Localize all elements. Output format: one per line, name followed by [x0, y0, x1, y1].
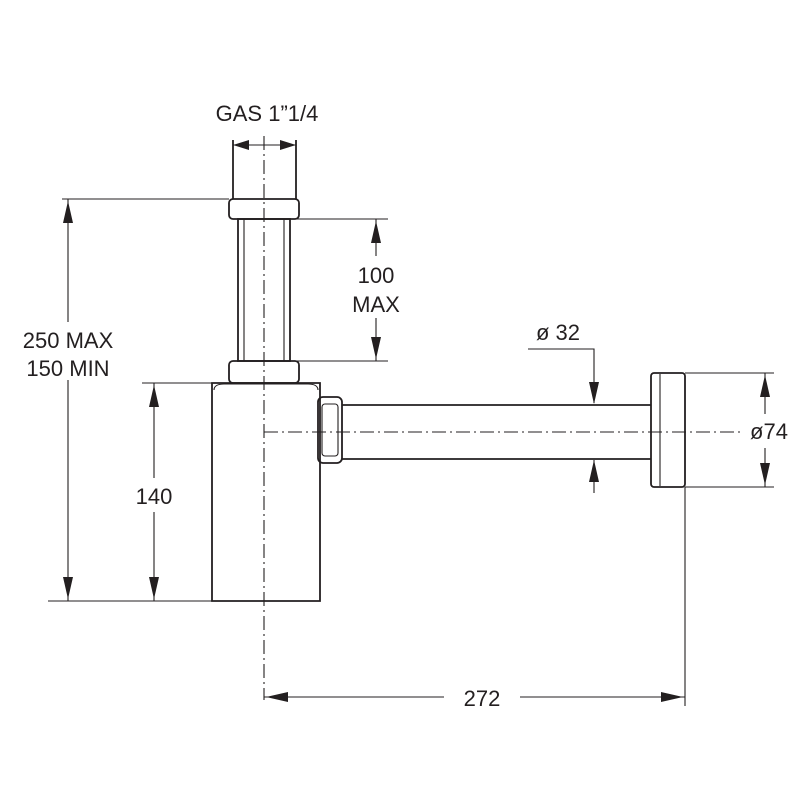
arrow-head	[371, 337, 381, 359]
arrow-head	[371, 221, 381, 243]
body-height-label: 140	[136, 484, 173, 509]
extension-max-label: MAX	[352, 292, 400, 317]
pipe-diameter-label: ø 32	[536, 320, 580, 345]
dimension-thread	[233, 140, 296, 150]
dimension-wall-distance	[264, 684, 685, 712]
arrow-head	[589, 460, 599, 482]
center-lines	[263, 136, 740, 700]
arrow-head	[63, 577, 73, 599]
dimension-body-height	[122, 383, 186, 601]
arrow-head	[760, 375, 770, 397]
dimension-pipe-diameter	[528, 348, 599, 493]
arrow-head	[760, 463, 770, 485]
extension-length-label: 100	[358, 263, 395, 288]
extension-lines	[48, 198, 774, 706]
dimension-flange-diameter	[742, 373, 796, 487]
thread-size-label: GAS 1”1/4	[216, 101, 319, 126]
bottle-body	[211, 382, 321, 602]
arrow-head	[280, 140, 296, 150]
wall-distance-label: 272	[464, 686, 501, 711]
arrow-head	[589, 382, 599, 404]
wall-flange	[650, 372, 686, 488]
arrow-head	[266, 692, 288, 702]
arrow-head	[149, 577, 159, 599]
arrow-head	[661, 692, 683, 702]
flange-diameter-label: ø74	[750, 419, 788, 444]
arrow-head	[149, 385, 159, 407]
dimension-extension	[340, 219, 414, 361]
outlet-nut	[317, 396, 343, 464]
height-min-label: 150 MIN	[26, 356, 109, 381]
height-max-label: 250 MAX	[23, 328, 114, 353]
arrow-head	[63, 201, 73, 223]
dimension-total-height	[4, 199, 134, 601]
arrow-head	[233, 140, 249, 150]
bottle-trap-outline	[211, 140, 686, 602]
